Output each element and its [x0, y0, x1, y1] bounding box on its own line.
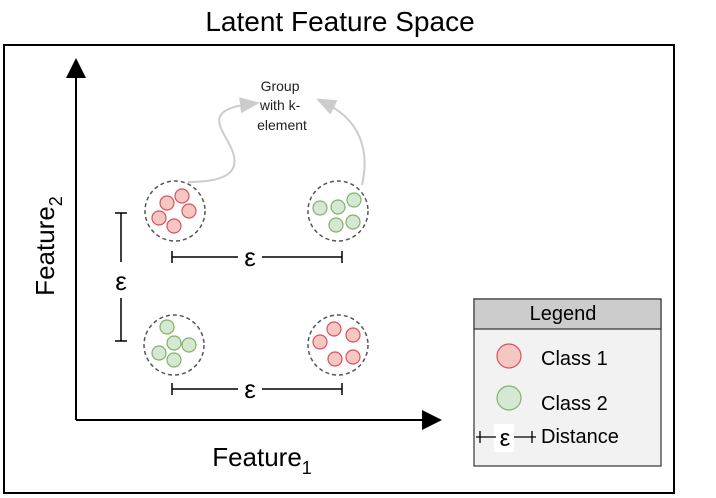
distance-marker-top: ε	[171, 242, 343, 272]
class1-point	[181, 203, 197, 219]
group-top-right	[307, 180, 369, 242]
class1-point	[166, 218, 182, 234]
legend-class2-swatch	[496, 385, 522, 411]
legend-class2-label: Class 2	[541, 393, 608, 415]
legend: Legend Class 1 Class 2 ε Distance	[473, 298, 662, 467]
class1-point	[312, 334, 328, 350]
y-axis-label: Feature2	[30, 196, 66, 296]
group-bottom-left	[143, 314, 205, 376]
class2-point	[166, 335, 182, 351]
class1-point	[327, 351, 343, 367]
legend-title: Legend	[530, 303, 597, 325]
class2-point	[345, 214, 361, 230]
distance-marker-bottom: ε	[171, 374, 343, 404]
group-bottom-right	[307, 314, 369, 376]
class2-point	[346, 192, 362, 208]
y-axis-subscript: 2	[46, 196, 66, 206]
epsilon-label: ε	[244, 374, 256, 404]
epsilon-label: ε	[115, 266, 127, 296]
class1-point	[174, 188, 190, 204]
class2-point	[181, 337, 197, 353]
class2-point	[151, 345, 167, 361]
distance-marker-vertical: ε	[115, 212, 127, 342]
class2-point	[328, 217, 344, 233]
class2-point	[312, 200, 328, 216]
class1-point	[151, 210, 167, 226]
legend-distance-swatch: ε	[476, 424, 536, 452]
diagram-title: Latent Feature Space	[205, 6, 475, 37]
epsilon-label: ε	[244, 242, 256, 272]
x-axis-label: Feature1	[212, 442, 312, 478]
annotation-arrow-right	[316, 98, 366, 186]
class2-point	[166, 352, 182, 368]
legend-class1-swatch	[496, 343, 522, 369]
class2-point	[330, 199, 346, 215]
class2-point	[159, 319, 175, 335]
annotation-text: Group with k- element	[257, 78, 307, 133]
class1-point	[159, 195, 175, 211]
legend-distance-label: Distance	[541, 426, 619, 448]
annotation-arrow-left	[187, 97, 260, 183]
class1-point	[345, 327, 361, 343]
class1-point	[326, 321, 342, 337]
group-top-left	[144, 180, 206, 242]
legend-class1-label: Class 1	[541, 348, 608, 370]
x-axis-subscript: 1	[302, 458, 312, 478]
class1-point	[345, 349, 361, 365]
svg-text:ε: ε	[500, 425, 511, 452]
diagram-frame	[3, 44, 675, 494]
